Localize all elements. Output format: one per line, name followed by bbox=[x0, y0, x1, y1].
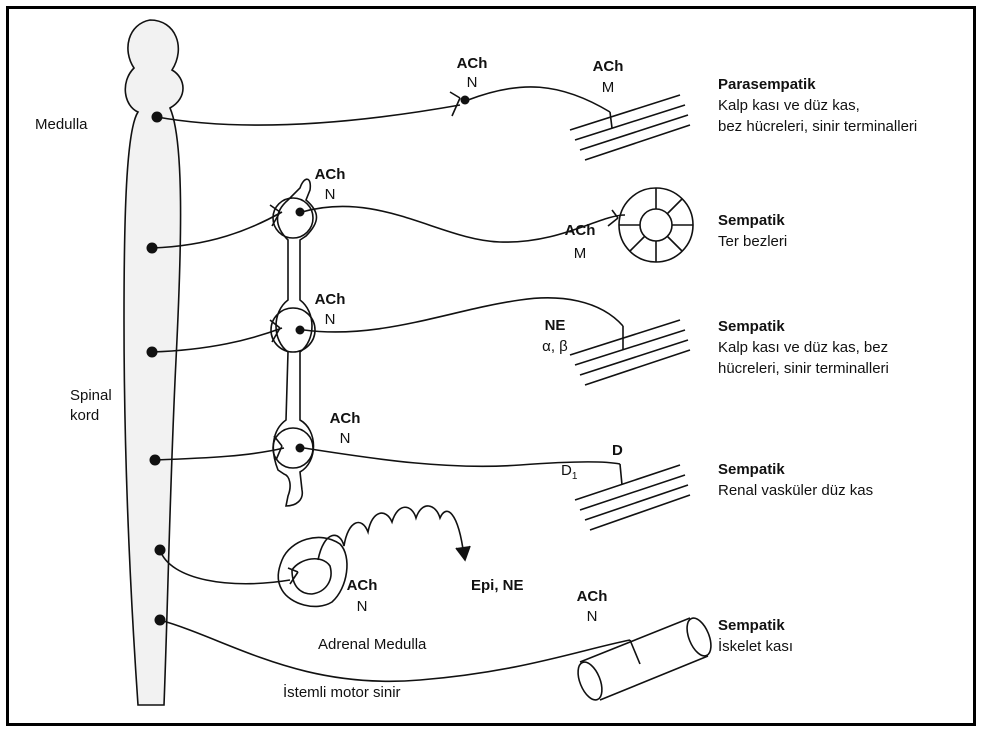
ganglion-node-3 bbox=[296, 444, 305, 453]
target-transmitter-3: NE bbox=[530, 317, 580, 335]
system-3: Sempatik bbox=[718, 318, 785, 336]
target-transmitter-2: ACh bbox=[560, 222, 600, 240]
target-transmitter-4: D bbox=[612, 442, 623, 460]
muscle-target-1 bbox=[570, 95, 690, 160]
node-cord-3 bbox=[150, 455, 161, 466]
spinal-label: Spinal bbox=[70, 387, 112, 405]
target-transmitter-6: ACh bbox=[572, 588, 612, 606]
system-1: Parasempatik bbox=[718, 76, 816, 94]
system-6: Sempatik bbox=[718, 617, 785, 635]
target-1-line2: bez hücreleri, sinir terminalleri bbox=[718, 118, 917, 136]
pre-transmitter-2: ACh bbox=[310, 166, 350, 184]
target-4-line1: Renal vasküler düz kas bbox=[718, 482, 873, 500]
target-receptor-3: α, β bbox=[530, 338, 580, 356]
target-3-line1: Kalp kası ve düz kas, bez bbox=[718, 339, 888, 357]
adrenal-release: Epi, NE bbox=[471, 577, 524, 595]
ganglion-node-2 bbox=[296, 326, 305, 335]
pre-receptor-4: N bbox=[325, 430, 365, 448]
target-receptor-1: M bbox=[588, 79, 628, 97]
target-receptor-6: N bbox=[572, 608, 612, 626]
pre-receptor-1: N bbox=[452, 74, 492, 92]
pre-transmitter-3: ACh bbox=[310, 291, 350, 309]
medulla-label: Medulla bbox=[35, 116, 88, 134]
target-1-line1: Kalp kası ve düz kas, bbox=[718, 97, 860, 115]
node-cord-1 bbox=[147, 243, 158, 254]
node-medulla bbox=[152, 112, 163, 123]
target-6-line1: İskelet kası bbox=[718, 638, 793, 656]
pre-transmitter-4: ACh bbox=[325, 410, 365, 428]
pre-receptor-2: N bbox=[310, 186, 350, 204]
preganglionic-fiber-5 bbox=[160, 550, 290, 584]
target-receptor-2: M bbox=[560, 245, 600, 263]
spinal-cord bbox=[124, 20, 183, 705]
target-2-line1: Ter bezleri bbox=[718, 233, 787, 251]
system-2: Sempatik bbox=[718, 212, 785, 230]
skeletal-muscle bbox=[573, 615, 716, 704]
ganglion-node-top bbox=[461, 96, 470, 105]
preganglionic-fiber-4 bbox=[155, 448, 284, 460]
hormone-arrow bbox=[456, 546, 470, 560]
pre-receptor-3: N bbox=[310, 311, 350, 329]
node-cord-2 bbox=[147, 347, 158, 358]
target-3-line2: hücreleri, sinir terminalleri bbox=[718, 360, 889, 378]
sweat-gland bbox=[619, 188, 693, 262]
target-transmitter-1: ACh bbox=[588, 58, 628, 76]
preganglionic-fiber-1 bbox=[157, 105, 460, 125]
system-4: Sempatik bbox=[718, 461, 785, 479]
node-cord-5 bbox=[155, 615, 166, 626]
adrenal-label: Adrenal Medulla bbox=[318, 636, 426, 654]
pre-receptor-5: N bbox=[340, 598, 384, 616]
ganglion-1 bbox=[273, 198, 313, 238]
pre-transmitter-1: ACh bbox=[452, 55, 492, 73]
motor-nerve-label: İstemli motor sinir bbox=[283, 684, 401, 702]
ganglion-node-1 bbox=[296, 208, 305, 217]
adrenal-medulla bbox=[278, 537, 347, 606]
node-cord-4 bbox=[155, 545, 166, 556]
pre-transmitter-5: ACh bbox=[340, 577, 384, 595]
target-receptor-4: D1 bbox=[561, 462, 577, 486]
muscle-target-4 bbox=[575, 465, 690, 530]
hormone-wave bbox=[318, 506, 464, 560]
muscle-target-3 bbox=[570, 320, 690, 385]
kord-label: kord bbox=[70, 407, 99, 425]
